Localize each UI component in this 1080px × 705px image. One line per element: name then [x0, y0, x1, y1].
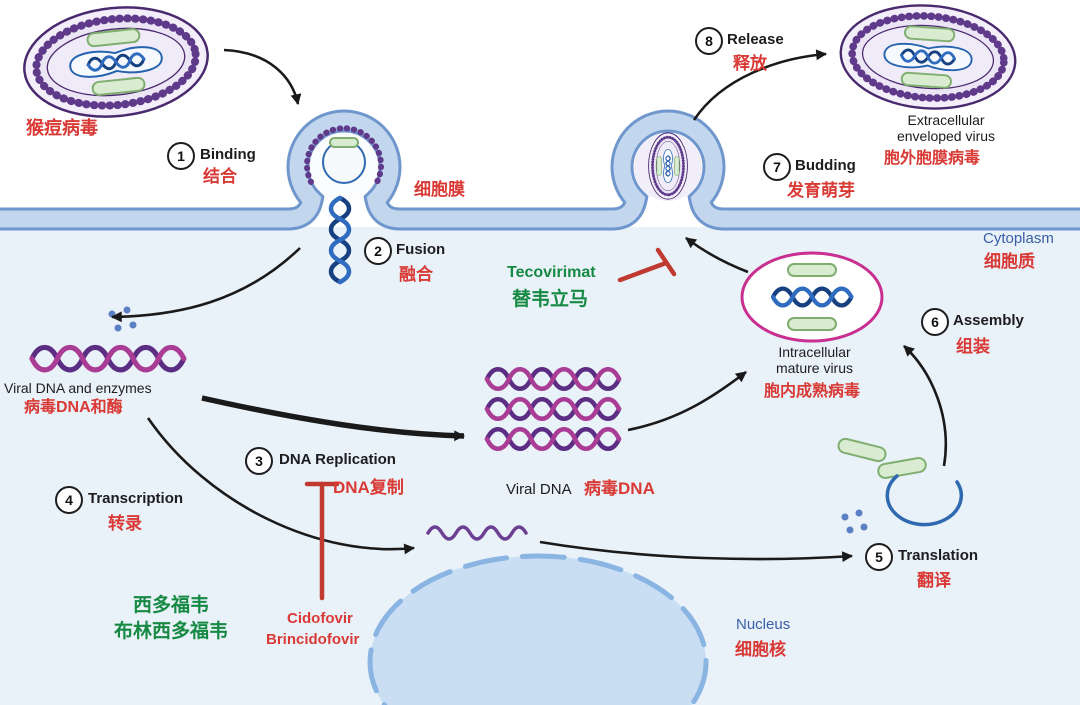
- budding-virion: [649, 133, 688, 199]
- viral-dna-enzymes-label: Viral DNA and enzymes: [4, 380, 152, 396]
- eev-label-zh: 胞外胞膜病毒: [884, 150, 981, 167]
- arrow-assembly: [903, 345, 948, 467]
- cell-membrane-label: 细胞膜: [414, 180, 465, 199]
- arrow-binding: [223, 48, 302, 106]
- cytoplasm-label-zh: 细胞质: [984, 252, 1035, 271]
- viral-dna-label-row: Viral DNA 病毒DNA: [506, 479, 655, 499]
- tecovirimat-label-zh: 替韦立马: [512, 289, 589, 310]
- nucleus-label: Nucleus: [736, 616, 791, 633]
- step-2-label: Fusion: [396, 241, 446, 258]
- step-8-label: Release: [727, 31, 784, 48]
- step-7-label-zh: 发育萌芽: [787, 181, 855, 200]
- nucleus: [367, 553, 709, 705]
- viral-dna-label: Viral DNA: [506, 481, 572, 498]
- blue-crescent: [885, 474, 963, 527]
- nucleus-label-zh: 细胞核: [735, 640, 786, 659]
- step-5-label: Translation: [898, 547, 979, 564]
- eev-label: Extracellular enveloped virus: [896, 112, 996, 145]
- viral-dna-enzymes-label-zh: 病毒DNA和酶: [24, 399, 123, 416]
- arrow-to-imv: [627, 370, 747, 432]
- green-lateral-body: [877, 457, 927, 479]
- cytoplasm-label: Cytoplasm: [983, 230, 1054, 247]
- step-3-label: DNA Replication: [279, 451, 396, 468]
- step-6-label-zh: 组装: [956, 337, 990, 356]
- step-6-label: Assembly: [953, 312, 1024, 329]
- step-4-badge: 4: [55, 486, 83, 514]
- enzyme-dots-right: [841, 509, 868, 534]
- cidofovir-label-zh: 西多福韦: [133, 595, 210, 616]
- step-7-label: Budding: [795, 157, 856, 174]
- brincidofovir-label-zh: 布林西多福韦: [114, 621, 229, 642]
- viral-dna-helices-center: [487, 369, 619, 449]
- step-4-label-zh: 转录: [108, 514, 142, 533]
- monkeypox-virus-label: 猴痘病毒: [26, 118, 98, 138]
- mrna-squiggle: [426, 525, 528, 541]
- arrow-transcription: [146, 417, 416, 555]
- step-7-badge: 7: [763, 153, 791, 181]
- step-5-badge: 5: [865, 543, 893, 571]
- brincidofovir-label: Brincidofovir: [266, 631, 360, 648]
- viral-dna-label-zh: 病毒DNA: [584, 479, 655, 498]
- step-5-label-zh: 翻译: [917, 571, 951, 590]
- arrow-budding: [685, 236, 749, 274]
- arrow-release: [692, 49, 828, 121]
- step-2-badge: 2: [364, 237, 392, 265]
- imv-label-zh: 胞内成熟病毒: [764, 383, 861, 400]
- tecovirimat-label: Tecovirimat: [507, 264, 596, 281]
- step-3-badge: 3: [245, 447, 273, 475]
- step-3-label-zh: DNA复制: [333, 478, 404, 497]
- arrow-uncoating: [110, 247, 301, 323]
- imv-virion: [740, 251, 884, 343]
- imv-label: Intracellular mature virus: [775, 344, 854, 377]
- step-1-label: Binding: [200, 146, 256, 163]
- step-1-label-zh: 结合: [203, 167, 237, 186]
- step-8-badge: 8: [695, 27, 723, 55]
- step-4-label: Transcription: [88, 490, 184, 507]
- green-lateral-body: [837, 437, 887, 463]
- inhibitor-cidofovir: [304, 481, 340, 601]
- fusing-virion: [304, 125, 384, 282]
- step-6-badge: 6: [921, 308, 949, 336]
- step-1-badge: 1: [167, 142, 195, 170]
- inhibitor-tecovirimat: [617, 247, 677, 283]
- arrow-translation: [539, 540, 854, 563]
- step-2-label-zh: 融合: [399, 265, 433, 284]
- step-8-label-zh: 释放: [733, 54, 767, 73]
- arrow-dna-replication: [201, 395, 466, 442]
- cidofovir-label: Cidofovir: [287, 610, 353, 627]
